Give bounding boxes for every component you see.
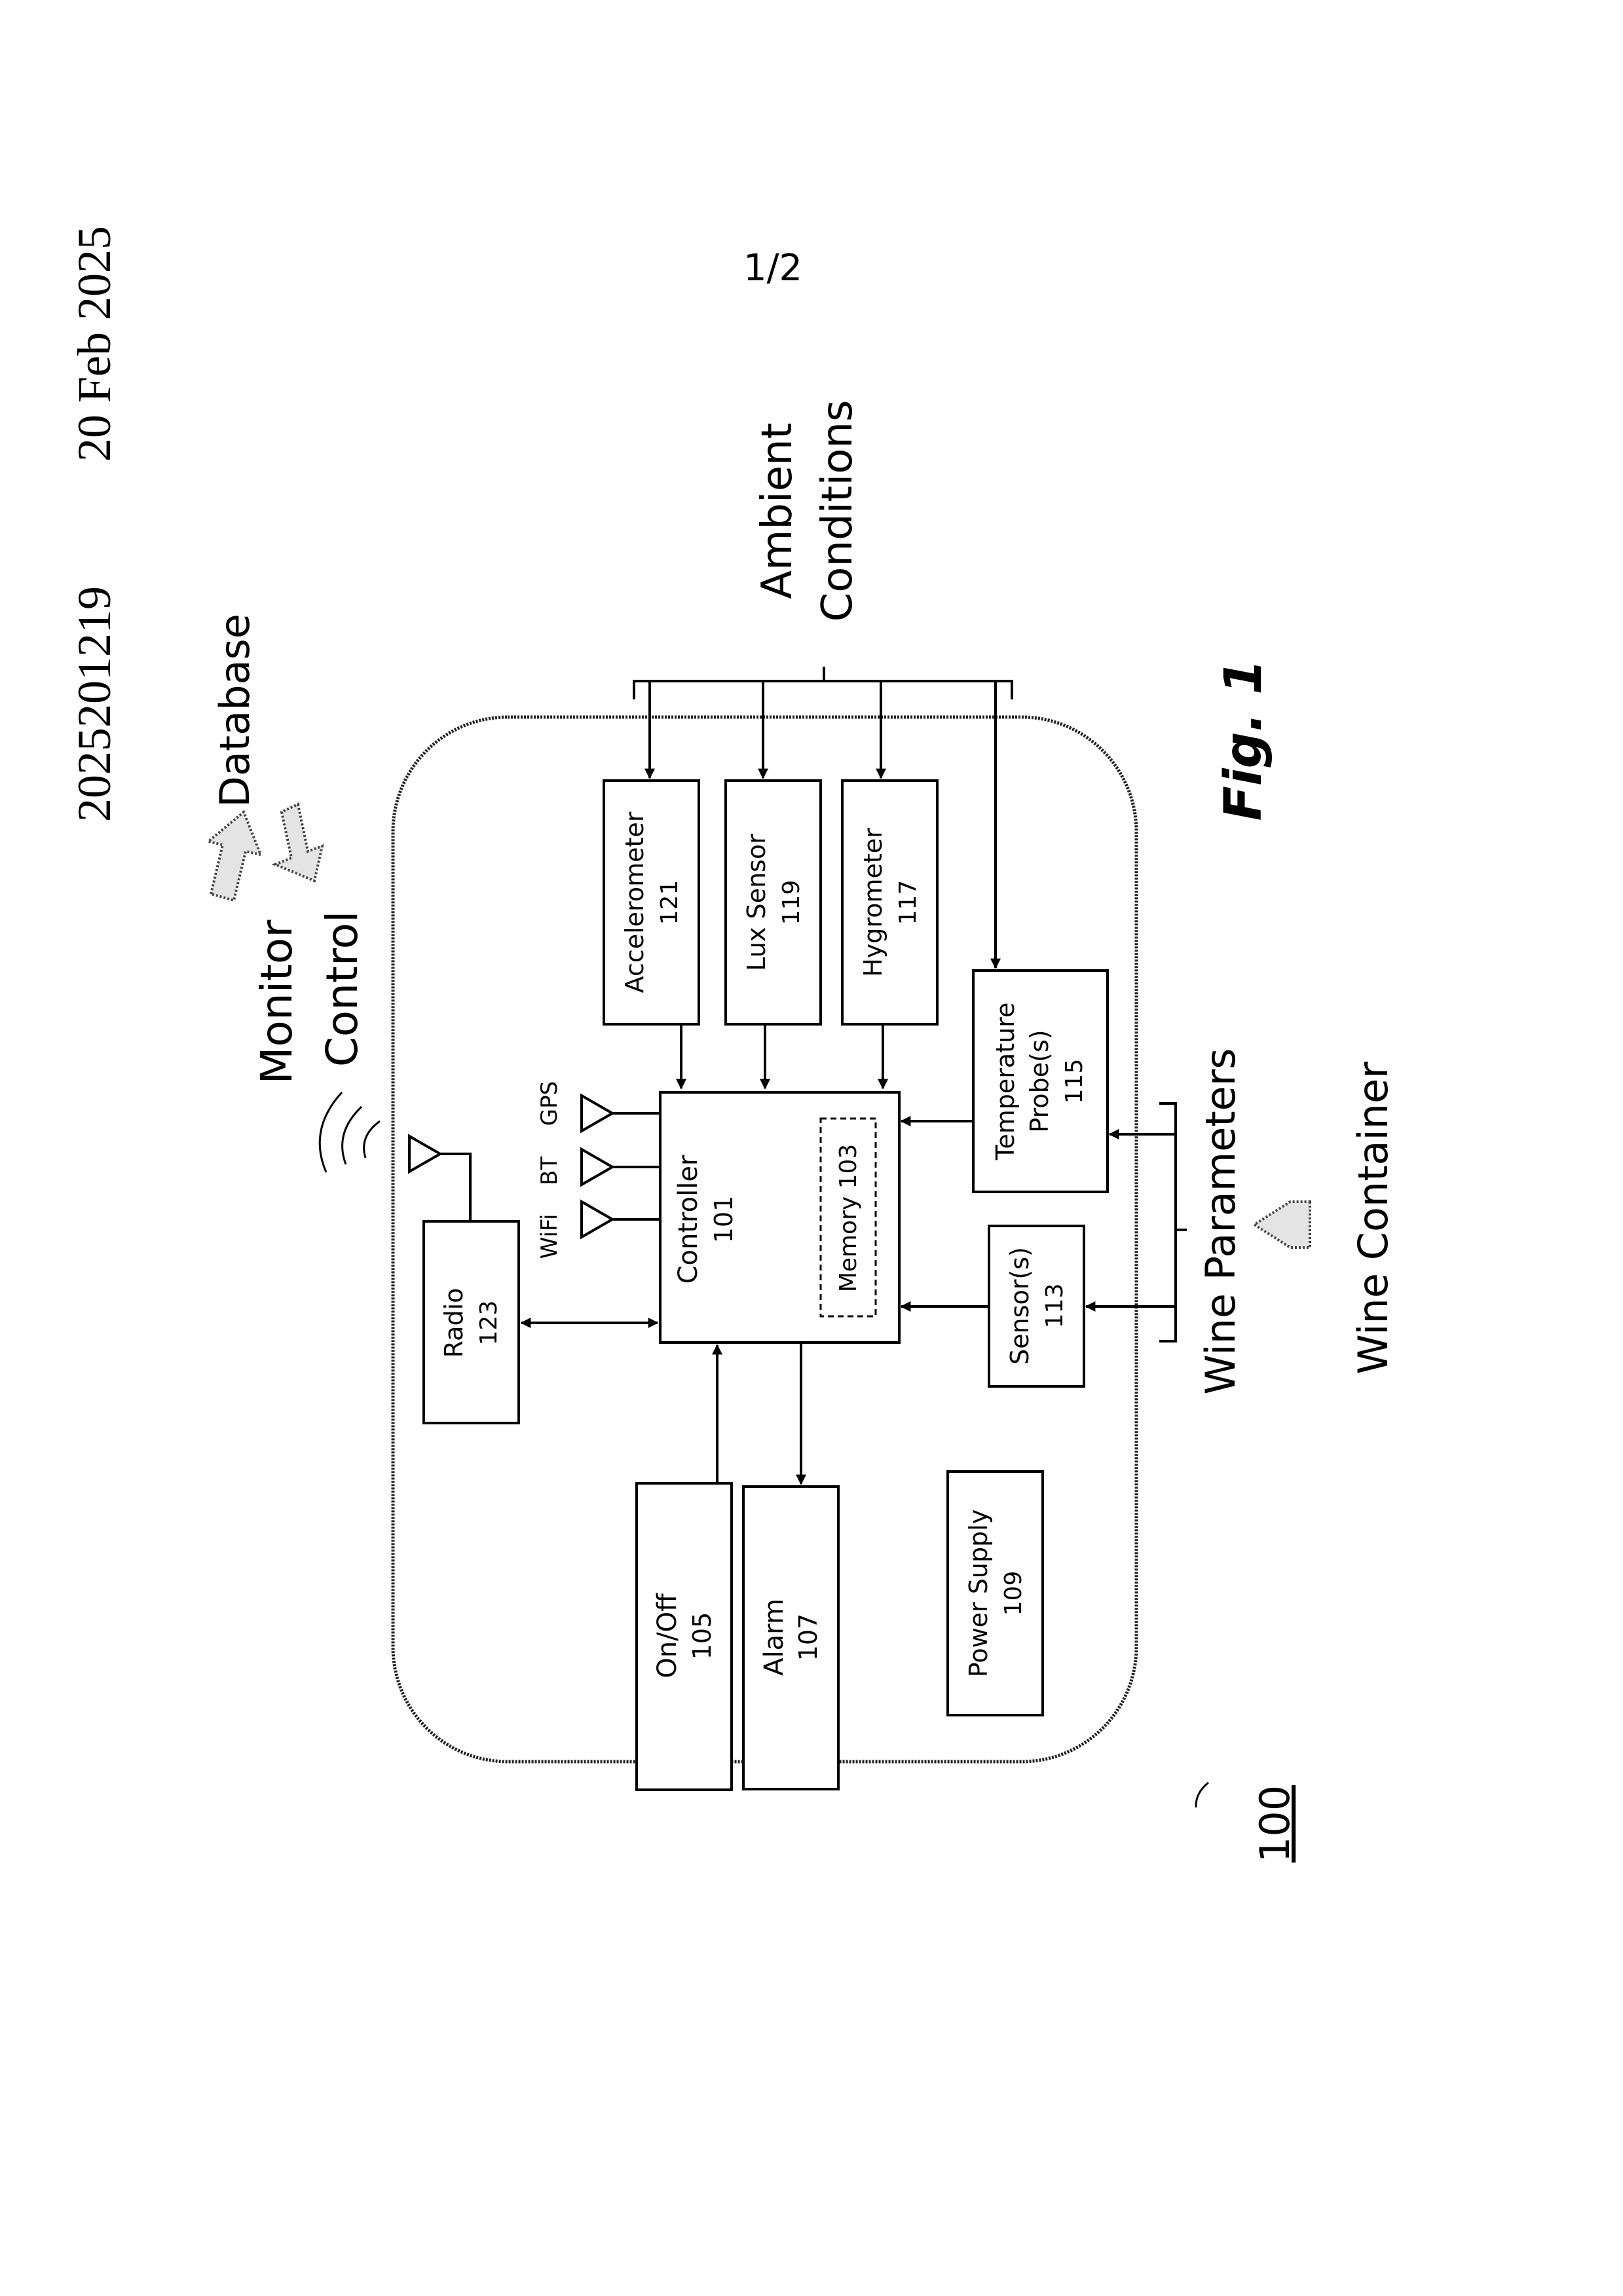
on-off-block: On/Off 105 <box>637 1483 732 1790</box>
figure-label: Fig. 1 <box>1214 659 1273 821</box>
ambient-conditions-label-line1: Ambient <box>753 422 802 599</box>
reference-lead-line <box>1196 1783 1208 1807</box>
memory-block: Memory 103 <box>821 1119 876 1316</box>
monitor-label: Monitor <box>252 919 302 1084</box>
publication-number: 2025201219 <box>68 586 121 822</box>
wine-container-arrow-icon <box>1254 1202 1310 1248</box>
gps-antenna-icon <box>582 1096 660 1131</box>
power-supply-ref: 109 <box>1000 1571 1027 1616</box>
upload-arrow-icon <box>208 812 261 900</box>
lux-sensor-block: Lux Sensor 119 <box>726 781 821 1024</box>
control-label: Control <box>317 911 367 1067</box>
controller-ref: 101 <box>709 1196 738 1244</box>
ambient-conditions-label-line2: Conditions <box>813 400 862 622</box>
sensors-name: Sensor(s) <box>1005 1247 1034 1365</box>
radio-block: Radio 123 <box>424 1221 519 1423</box>
hygrometer-block: Hygrometer 117 <box>842 781 937 1024</box>
download-arrow-icon <box>275 804 322 881</box>
radio-name: Radio <box>439 1288 468 1358</box>
wine-parameters-label: Wine Parameters <box>1197 1048 1244 1394</box>
hygrometer-name: Hygrometer <box>859 828 887 977</box>
gps-label: GPS <box>536 1081 563 1126</box>
accelerometer-block: Accelerometer 121 <box>604 781 699 1024</box>
on-off-ref: 105 <box>688 1612 717 1660</box>
radio-antenna-icon <box>409 1136 470 1221</box>
alarm-name: Alarm <box>759 1599 789 1676</box>
figure-reference-number: 100 <box>1251 1785 1299 1862</box>
temperature-probe-ref: 115 <box>1061 1059 1088 1104</box>
bt-antenna-icon <box>582 1149 660 1185</box>
power-supply-block: Power Supply 109 <box>948 1472 1043 1715</box>
wine-container-label: Wine Container <box>1349 1062 1397 1375</box>
controller-name: Controller <box>673 1155 703 1284</box>
sensors-ref: 113 <box>1041 1284 1068 1329</box>
alarm-block: Alarm 107 <box>743 1487 838 1789</box>
database-label: Database <box>211 614 259 807</box>
radio-wave-icon <box>320 1092 380 1172</box>
hygrometer-ref: 117 <box>895 880 922 925</box>
power-supply-name: Power Supply <box>964 1509 993 1677</box>
accelerometer-ref: 121 <box>656 880 683 925</box>
wifi-antenna-icon <box>582 1202 660 1237</box>
sheet-number: 1/2 <box>743 247 802 289</box>
ambient-conditions-bracket <box>634 667 1012 699</box>
wifi-label: WiFi <box>536 1214 563 1259</box>
alarm-ref: 107 <box>794 1614 823 1661</box>
on-off-name: On/Off <box>652 1593 682 1678</box>
accelerometer-name: Accelerometer <box>620 811 649 993</box>
lux-sensor-name: Lux Sensor <box>742 834 771 971</box>
temperature-probe-block: Temperature Probe(s) 115 <box>973 971 1108 1192</box>
controller-block: Controller 101 Memory 103 <box>660 1092 899 1342</box>
memory-name: Memory 103 <box>835 1144 862 1293</box>
publication-date: 20 Feb 2025 <box>68 226 121 462</box>
radio-ref: 123 <box>476 1301 502 1346</box>
lux-sensor-ref: 119 <box>778 880 805 925</box>
bt-label: BT <box>536 1157 563 1185</box>
temperature-probe-name-line2: Probe(s) <box>1025 1029 1054 1132</box>
temperature-probe-name-line1: Temperature <box>991 1003 1020 1161</box>
sensors-block: Sensor(s) 113 <box>989 1226 1084 1386</box>
